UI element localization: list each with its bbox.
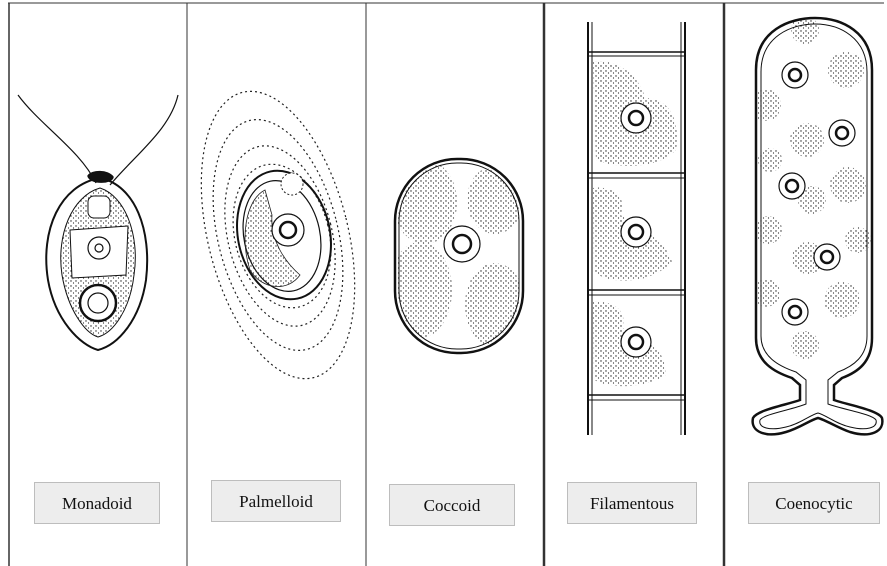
coccoid-cell-drawing [388, 159, 525, 353]
coccoid-label: Coccoid [389, 484, 515, 526]
monadoid-cell-drawing [18, 95, 178, 350]
palmelloid-label: Palmelloid [211, 480, 341, 522]
monadoid-label: Monadoid [34, 482, 160, 524]
filamentous-filament-drawing [588, 22, 685, 435]
coenocytic-cell-drawing [749, 16, 882, 434]
coenocytic-label: Coenocytic [748, 482, 880, 524]
filamentous-label: Filamentous [567, 482, 697, 524]
palmelloid-cell-drawing [175, 75, 382, 394]
